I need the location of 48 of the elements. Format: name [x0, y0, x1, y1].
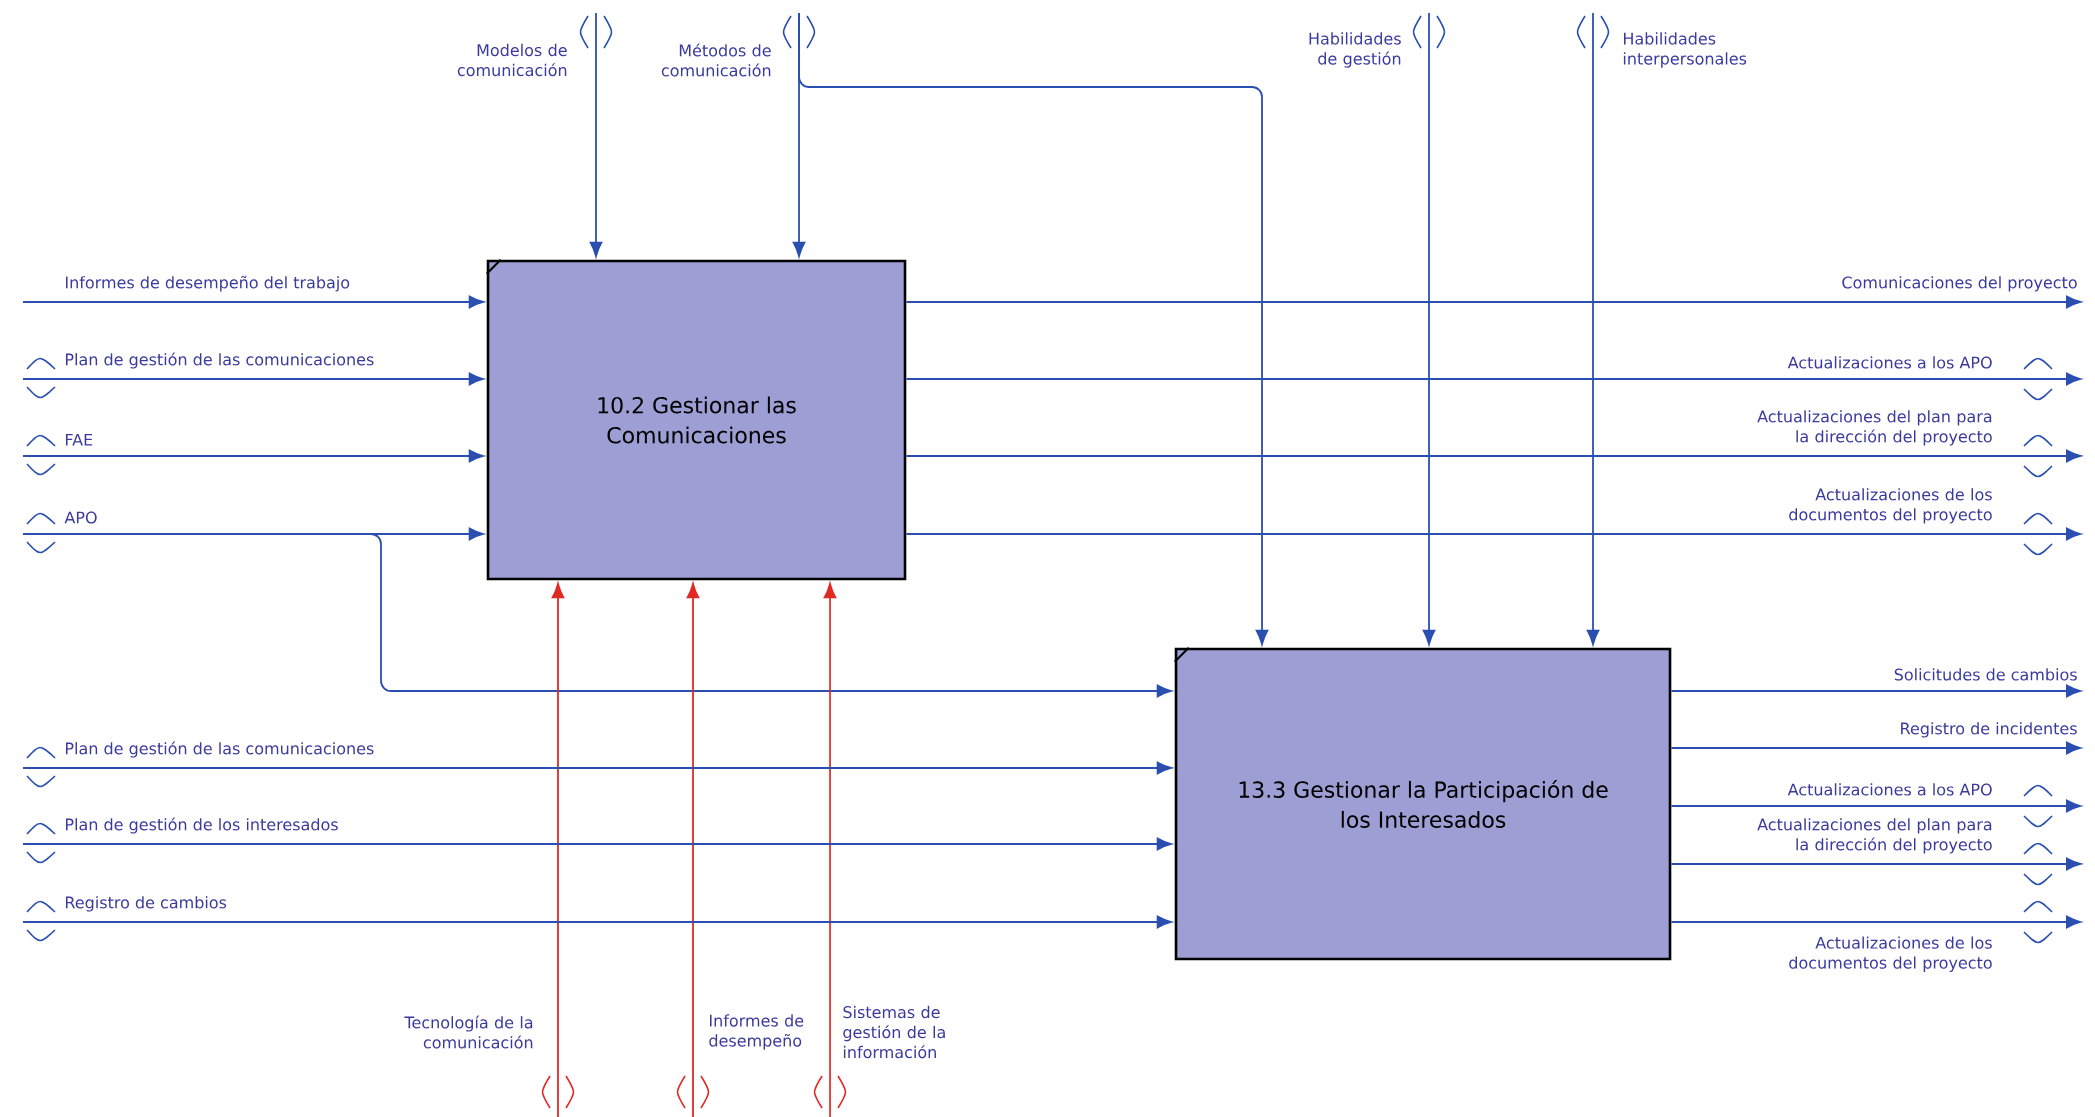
- arrow: [676, 583, 710, 1117]
- arrow: [22, 533, 1172, 698]
- arrow: [579, 12, 613, 257]
- arrow: [22, 900, 1172, 942]
- arrow: [541, 583, 575, 1117]
- edge-label: Solicitudes de cambios: [1894, 668, 2077, 681]
- arrow: [1670, 900, 2082, 944]
- arrow: [905, 295, 2082, 309]
- edge-label: Plan de gestión de las comunicaciones: [65, 741, 374, 758]
- edge-label: Registro de cambios: [65, 896, 227, 912]
- edge-label: Plan de gestión de los interesados: [65, 817, 338, 834]
- arrow: [813, 583, 847, 1117]
- edge-label: Sistemas de gestión de la información: [843, 1005, 945, 1059]
- arrow: [1670, 842, 2082, 886]
- arrow: [798, 12, 1269, 645]
- arrow: [1412, 12, 1446, 645]
- edge-label: Actualizaciones a los APO: [1787, 783, 1992, 796]
- edge-label: Comunicaciones del proyecto: [1842, 276, 2077, 292]
- edge-label: Tecnología de la comunicación: [404, 1015, 533, 1049]
- edge-label: Modelos de comunicación: [457, 43, 567, 77]
- edge-label: Informes de desempeño: [709, 1014, 804, 1050]
- edge-label: Registro de incidentes: [1901, 722, 2077, 738]
- edge-label: Actualizaciones de los documentos del proyecto: [1789, 488, 1992, 524]
- edge-label: Actualizaciones del plan para la dirección del proyecto: [1757, 818, 1992, 854]
- edge-label: Métodos de comunicación: [661, 43, 771, 77]
- edge-label: Plan de gestión de las comunicaciones: [65, 352, 374, 369]
- arrow: [905, 434, 2082, 478]
- arrow: [905, 357, 2082, 401]
- arrow: [22, 295, 484, 309]
- edge-label: Informes de desempeño del trabajo: [65, 275, 350, 292]
- process-box: 13.3 Gestionar la Participación de los Interesados: [1173, 646, 1672, 961]
- edge-label: APO: [64, 511, 97, 524]
- process-box: 10.2 Gestionar las Comunicaciones: [485, 258, 907, 581]
- arrow: [22, 822, 1172, 864]
- edge-label: FAE: [65, 433, 93, 446]
- edge-label: Actualizaciones del plan para la dirección del proyecto: [1757, 410, 1992, 446]
- arrow: [1670, 741, 2082, 755]
- edge-label: Actualizaciones a los APO: [1787, 356, 1992, 369]
- arrow: [1576, 12, 1610, 645]
- edge-label: Habilidades interpersonales: [1623, 32, 1747, 68]
- edge-label: Actualizaciones de los documentos del proyecto: [1789, 936, 1992, 972]
- arrow: [1670, 684, 2082, 698]
- arrow: [22, 746, 1172, 788]
- arrow: [22, 434, 484, 476]
- arrow: [905, 512, 2082, 556]
- arrow: [1670, 784, 2082, 828]
- edge-label: Habilidades de gestión: [1309, 32, 1401, 68]
- arrow: [22, 357, 484, 399]
